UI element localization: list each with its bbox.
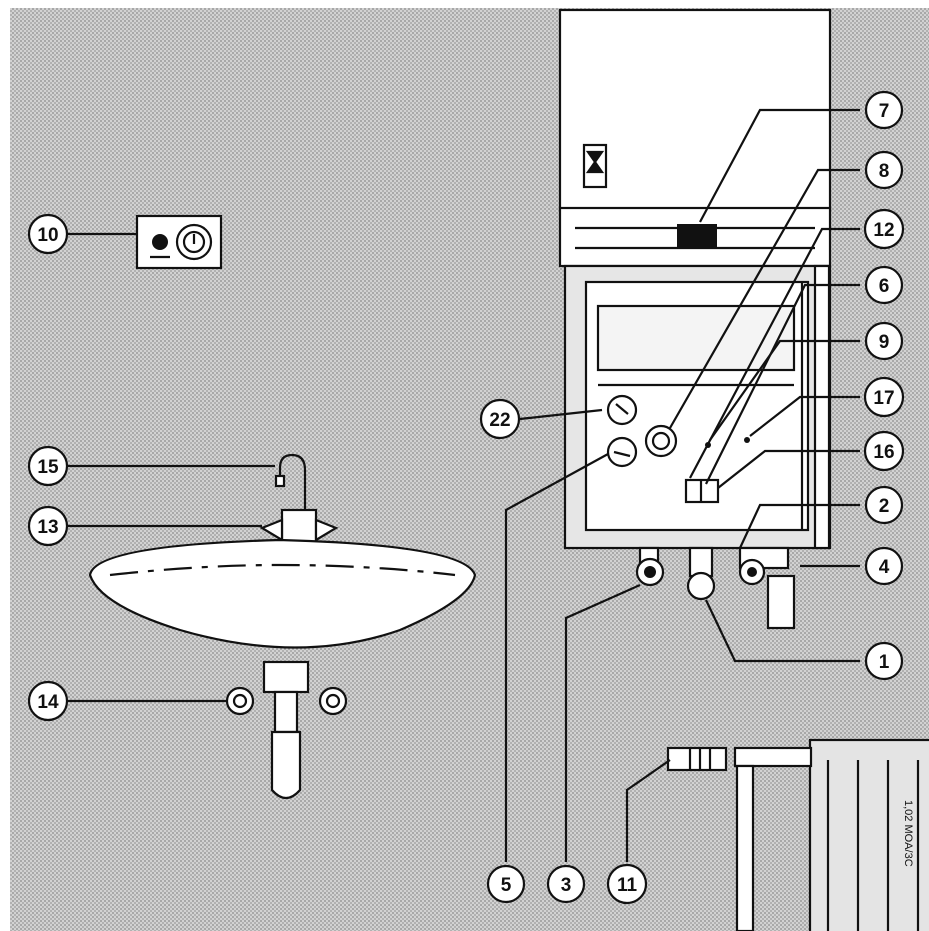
display-window [677,224,717,248]
svg-text:12: 12 [873,220,894,241]
callout-5: 5 [486,864,526,904]
svg-text:13: 13 [37,517,58,538]
callout-11: 11 [606,863,648,905]
callout-3: 3 [546,864,586,904]
washbasin [88,453,477,800]
leader-lines [66,108,860,862]
svg-text:3: 3 [561,875,572,896]
picture-frame-left [0,0,10,931]
svg-text:8: 8 [879,161,890,182]
svg-text:10: 10 [37,225,58,246]
callout-2: 2 [864,485,904,525]
svg-text:16: 16 [873,442,894,463]
callout-6: 6 [864,265,904,305]
svg-text:5: 5 [501,875,512,896]
radiator: 1,02 MOA/3C [666,738,929,931]
svg-text:9: 9 [879,332,890,353]
svg-text:7: 7 [879,101,890,122]
svg-text:1: 1 [879,652,890,673]
svg-text:14: 14 [37,692,59,713]
svg-text:4: 4 [879,557,890,578]
callout-1: 1 [864,641,904,681]
callout-10: 10 [27,213,69,255]
callout-22: 22 [479,398,521,440]
callout-15: 15 [27,445,69,487]
callout-9: 9 [864,321,904,361]
svg-text:17: 17 [873,388,894,409]
svg-text:11: 11 [617,875,638,896]
callout-16: 16 [863,430,905,472]
callout-4: 4 [864,546,904,586]
callout-14: 14 [27,680,69,722]
svg-text:6: 6 [879,276,890,297]
svg-text:22: 22 [489,410,510,431]
callout-12: 12 [863,208,905,250]
picture-frame-top [0,0,929,8]
svg-text:15: 15 [37,457,59,478]
callout-13: 13 [27,505,69,547]
svg-text:2: 2 [879,496,890,517]
timer-control-box [135,214,223,270]
callout-7: 7 [864,90,904,130]
boiler-cabinet [558,8,832,630]
callout-17: 17 [863,376,905,418]
radiator-marking: 1,02 MOA/3C [902,800,914,867]
callout-8: 8 [864,150,904,190]
